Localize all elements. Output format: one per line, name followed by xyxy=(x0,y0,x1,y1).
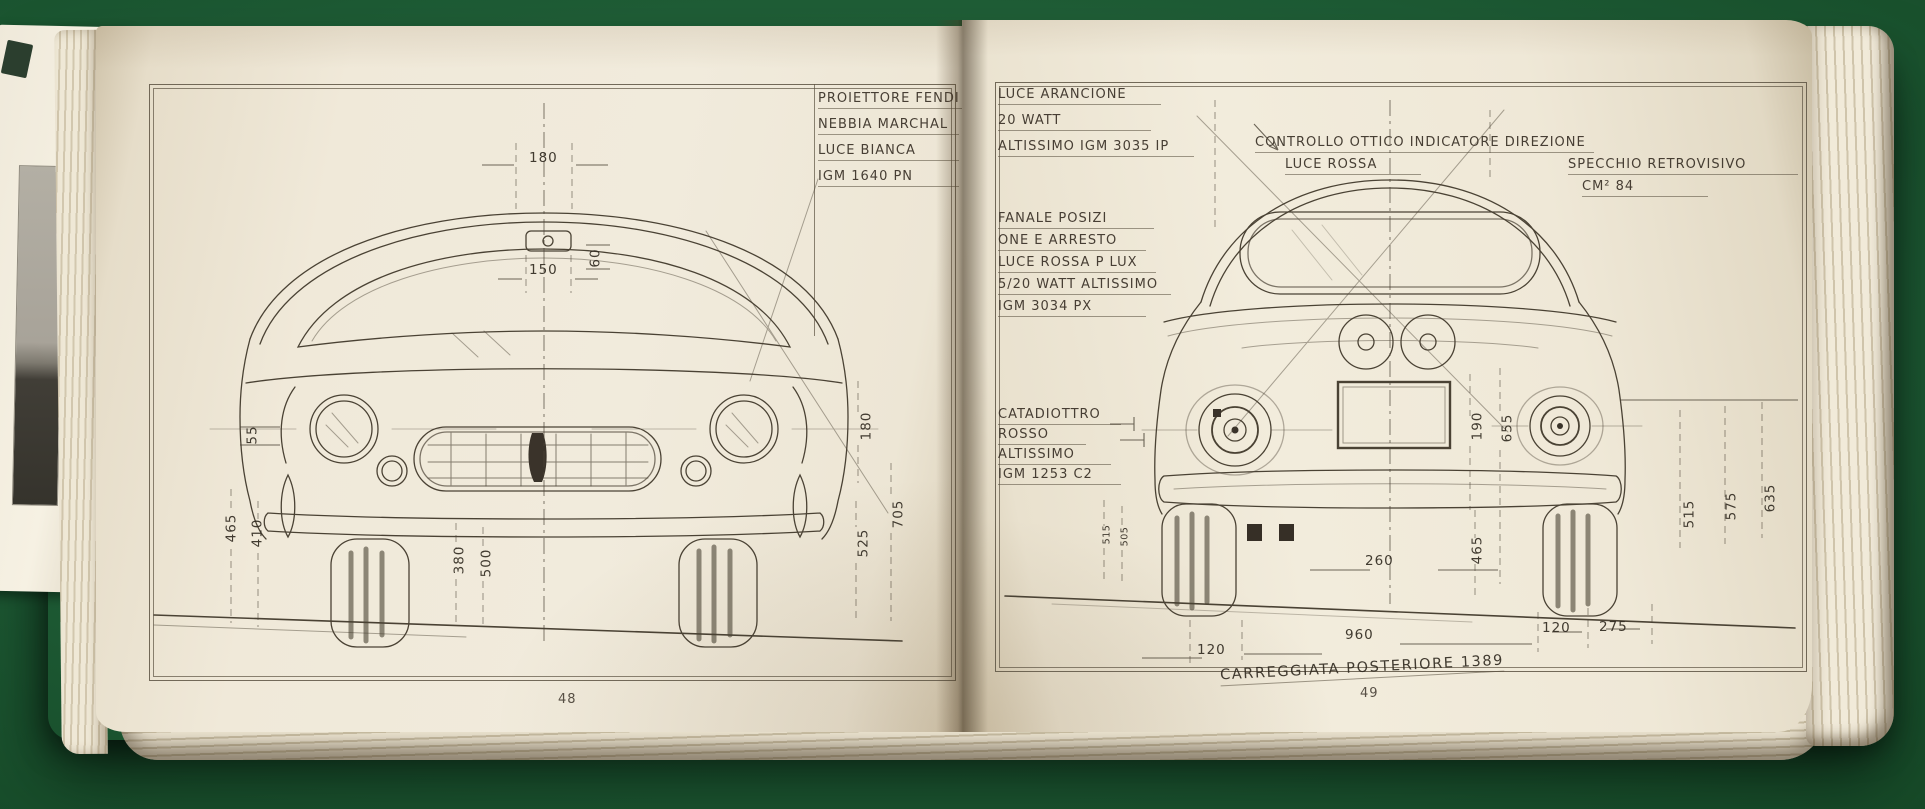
reflector-note: CATADIOTTRO ROSSO ALTISSIMO IGM 1253 C2 xyxy=(998,406,1121,486)
wheel-right xyxy=(1542,503,1618,617)
dimension-ticks xyxy=(1110,123,1798,659)
note-line: IGM 1640 PN xyxy=(818,168,959,187)
bumper-guard-right xyxy=(1279,524,1294,541)
tire-shading xyxy=(348,544,733,644)
note-line: LUCE BIANCA xyxy=(818,142,959,161)
note-line: NEBBIA MARCHAL xyxy=(818,116,959,135)
dim-label: 635 xyxy=(1762,483,1779,513)
note-line: LUCE ROSSA xyxy=(1285,156,1421,175)
dim-label: 465 xyxy=(223,513,240,543)
dim-label: 180 xyxy=(858,411,875,441)
note-line: 5/20 WATT ALTISSIMO xyxy=(998,276,1171,295)
windshield xyxy=(296,248,792,348)
note-line: PROIETTORE FENDI xyxy=(818,90,968,109)
note-line: SPECCHIO RETROVISIVO xyxy=(1568,156,1798,175)
dimension-witness-lines xyxy=(230,143,892,629)
ground-line xyxy=(153,614,903,642)
dim-label: 525 xyxy=(855,528,872,558)
rear-lamp-center-left xyxy=(1338,314,1394,370)
dim-label: 120 xyxy=(1542,620,1571,636)
dim-label: 655 xyxy=(1499,413,1516,443)
dim-label: 120 xyxy=(1197,642,1226,658)
note-line: CATADIOTTRO xyxy=(998,406,1121,425)
note-line: ROSSO xyxy=(998,426,1086,445)
wheel-left xyxy=(330,538,410,648)
grille xyxy=(413,426,662,492)
dim-label: 380 xyxy=(451,545,468,575)
dim-label: 515 xyxy=(1101,524,1113,545)
note-line: CM² 84 xyxy=(1582,178,1708,197)
note-line: FANALE POSIZI xyxy=(998,210,1154,229)
note-line: LUCE ROSSA P LUX xyxy=(998,254,1156,273)
dim-label: 575 xyxy=(1723,491,1740,521)
dim-label: 60 xyxy=(587,248,604,268)
dim-label: 260 xyxy=(1365,553,1394,569)
dim-label: 505 xyxy=(1119,526,1131,547)
ferrari-emblem xyxy=(528,433,547,482)
note-line: CONTROLLO OTTICO INDICATORE DIREZIONE xyxy=(1255,134,1594,153)
mirror-note: SPECCHIO RETROVISIVO CM² 84 xyxy=(1568,156,1798,200)
note-line: IGM 1253 C2 xyxy=(998,466,1121,485)
car-rear-body xyxy=(1004,179,1796,629)
note-line: ONE E ARRESTO xyxy=(998,232,1146,251)
fog-lamp-right xyxy=(680,455,712,487)
dim-label: 410 xyxy=(249,518,266,548)
interior-mirror xyxy=(525,230,572,252)
right-page-border-frame xyxy=(995,82,1807,672)
note-line: ALTISSIMO xyxy=(998,446,1111,465)
rear-window xyxy=(1239,211,1541,295)
license-plate xyxy=(1336,380,1452,450)
dim-label: 275 xyxy=(1599,619,1628,635)
note-line: ALTISSIMO IGM 3035 IP xyxy=(998,138,1194,157)
wheel-right xyxy=(678,538,758,648)
rear-view-drawing xyxy=(1004,100,1798,664)
page-number: 48 xyxy=(558,692,577,707)
dimension-witness-lines xyxy=(1103,100,1763,664)
ground-line xyxy=(1004,595,1796,629)
car-front-body xyxy=(153,212,903,648)
headlight-right xyxy=(709,394,779,464)
front-view-drawing xyxy=(153,103,903,648)
dimension-ticks xyxy=(240,164,610,446)
indicator-note: CONTROLLO OTTICO INDICATORE DIREZIONE LU… xyxy=(1255,134,1594,178)
headlight-left xyxy=(309,394,379,464)
note-line: LUCE ARANCIONE xyxy=(998,86,1161,105)
note-line: 20 WATT xyxy=(998,112,1151,131)
left-page: PROIETTORE FENDI NEBBIA MARCHAL LUCE BIA… xyxy=(96,26,968,732)
dim-label: 465 xyxy=(1469,535,1486,565)
dim-label: 55 xyxy=(244,425,261,445)
tail-lamp-left xyxy=(1198,393,1272,467)
tail-lamp-note: FANALE POSIZI ONE E ARRESTO LUCE ROSSA P… xyxy=(998,210,1171,320)
rear-lamp-center-right xyxy=(1400,314,1456,370)
right-page: LUCE ARANCIONE 20 WATT ALTISSIMO IGM 303… xyxy=(962,20,1812,732)
dim-label: 500 xyxy=(478,548,495,578)
bumper-guard-left xyxy=(1247,524,1262,541)
dim-label: 190 xyxy=(1469,411,1486,441)
sketch-lines xyxy=(153,178,889,638)
dim-label: 150 xyxy=(529,262,558,278)
page-number: 49 xyxy=(1360,686,1379,701)
note-line: IGM 3034 PX xyxy=(998,298,1146,317)
dim-label: 180 xyxy=(529,150,558,166)
dim-label: 705 xyxy=(890,499,907,529)
tire-shading xyxy=(1174,509,1591,613)
turn-lamp-note: LUCE ARANCIONE 20 WATT ALTISSIMO IGM 303… xyxy=(998,86,1194,164)
fog-projector-note: PROIETTORE FENDI NEBBIA MARCHAL LUCE BIA… xyxy=(818,90,968,194)
note-divider-rule xyxy=(814,84,815,336)
wipers xyxy=(451,330,511,358)
book-gutter-shadow xyxy=(936,20,988,732)
fog-lamp-left xyxy=(376,455,408,487)
tail-lamp-right xyxy=(1529,395,1591,457)
dim-label: 960 xyxy=(1345,627,1374,643)
sketch-lines xyxy=(1051,109,1643,623)
page-stack-right-edge xyxy=(1806,26,1894,746)
wheel-left xyxy=(1161,503,1237,617)
dim-label: 515 xyxy=(1681,499,1698,529)
